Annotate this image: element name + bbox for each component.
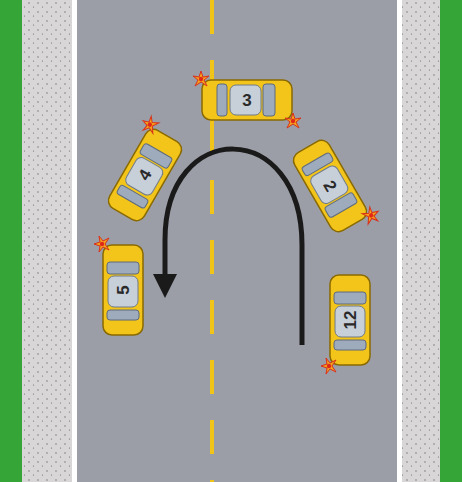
- turn-arrow: [165, 149, 302, 345]
- grass: [0, 0, 22, 482]
- car-number: 3: [242, 92, 251, 109]
- car: [94, 236, 143, 335]
- edge-line: [397, 0, 402, 482]
- arrow-head: [153, 274, 177, 298]
- sidewalk: [402, 0, 440, 482]
- center-line: [210, 0, 214, 482]
- edge-line: [72, 0, 77, 482]
- car: [193, 71, 301, 128]
- sidewalk: [22, 0, 72, 482]
- car: [290, 133, 382, 243]
- car: [97, 114, 189, 224]
- car-number: 5: [115, 285, 132, 294]
- road: [72, 0, 402, 482]
- grass: [440, 0, 462, 482]
- car: [321, 275, 370, 374]
- car-number: 12: [342, 311, 359, 330]
